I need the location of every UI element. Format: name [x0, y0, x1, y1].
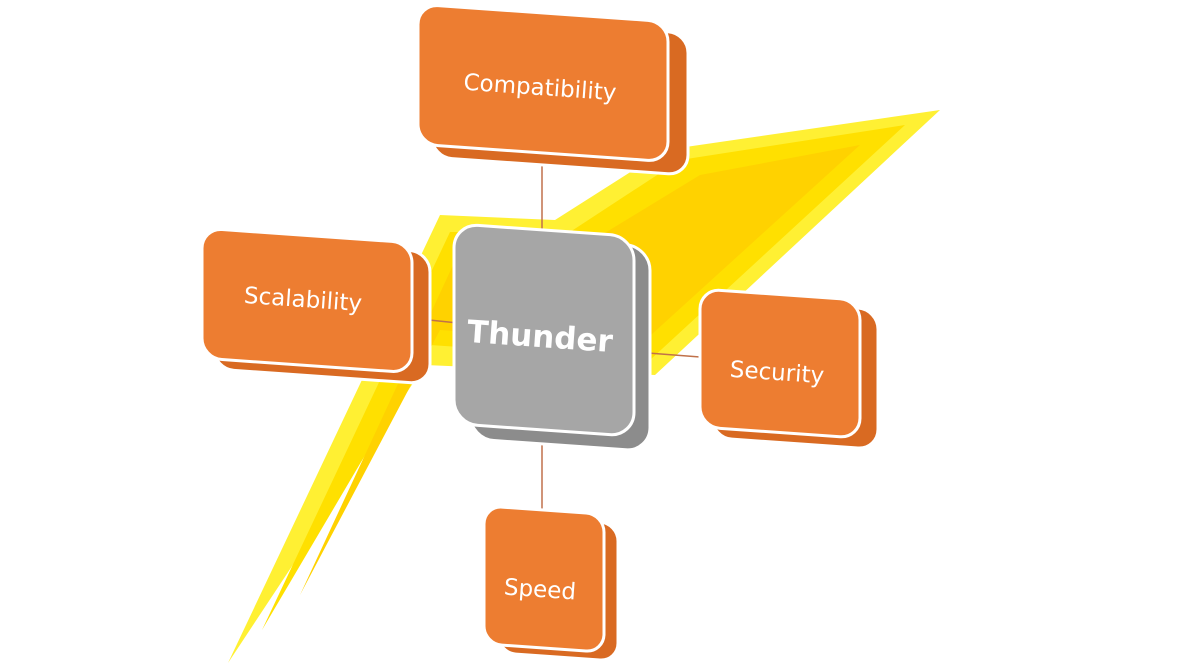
bolt-inner [300, 145, 860, 595]
node-security[interactable]: Security [698, 288, 880, 450]
node-thunder[interactable]: Thunder [452, 223, 652, 452]
node-scalability[interactable]: Scalability [200, 227, 432, 385]
node-face [482, 505, 606, 653]
node-face [416, 4, 670, 162]
bolt-middle [262, 125, 905, 630]
node-compatibility[interactable]: Compatibility [416, 4, 690, 176]
lightning-bolt-icon [228, 110, 940, 663]
node-face [200, 227, 414, 373]
node-speed[interactable]: Speed [482, 505, 620, 662]
node-face [698, 288, 862, 439]
center-face [452, 223, 636, 437]
node-label-speed: Speed [503, 575, 577, 606]
